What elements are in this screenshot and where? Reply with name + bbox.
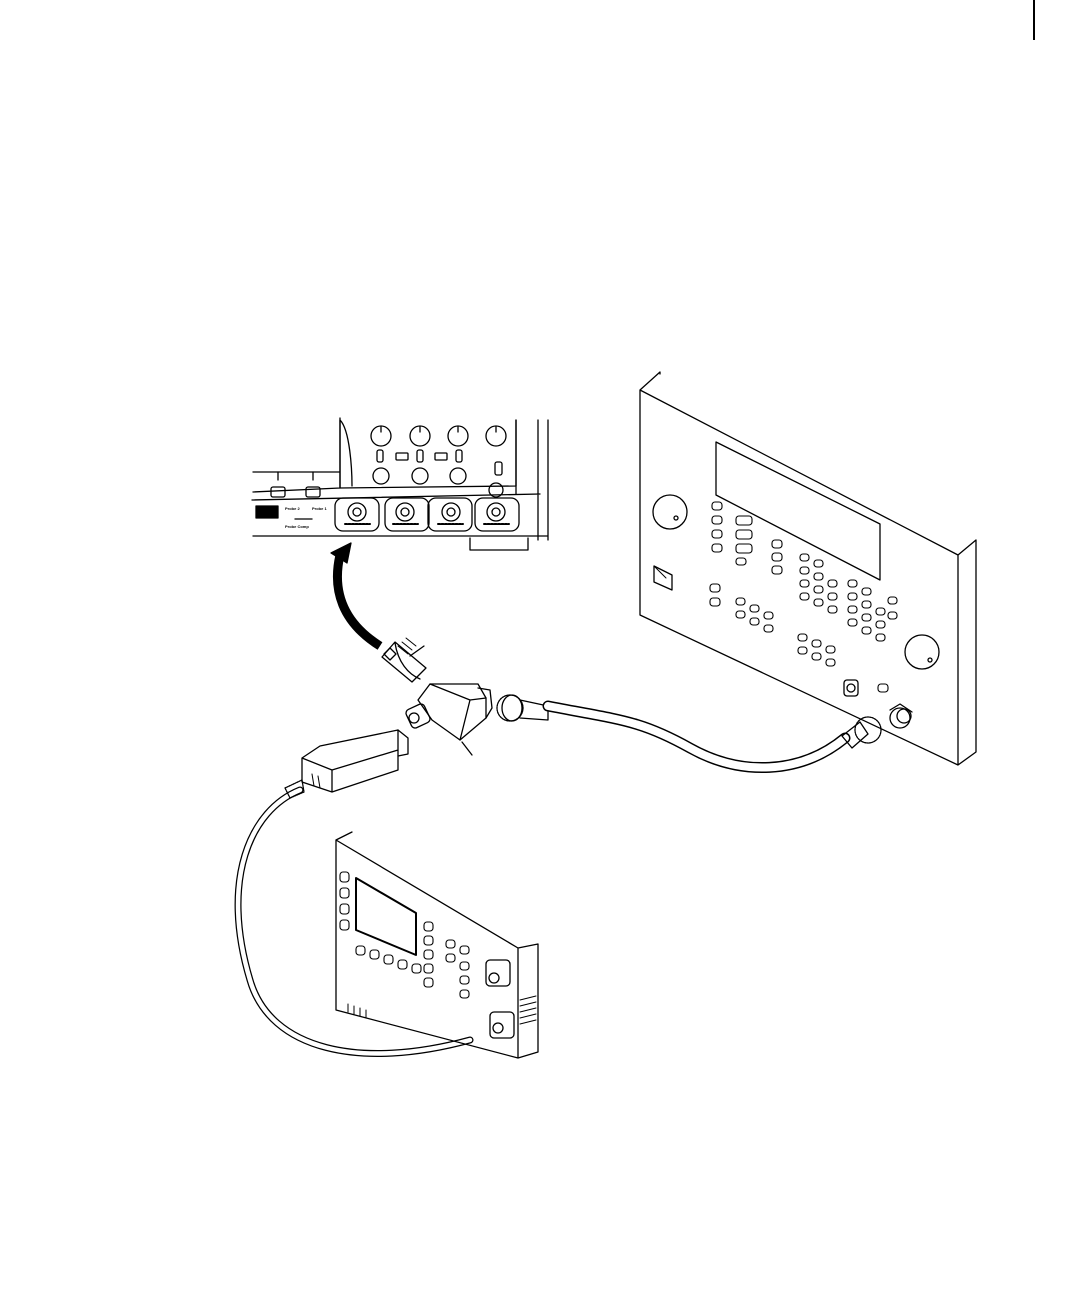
tee-adapter bbox=[405, 684, 492, 755]
power-sensor bbox=[238, 730, 470, 1054]
scope-buttons-middle bbox=[377, 450, 502, 475]
probe1-label: Probe 1 bbox=[312, 506, 327, 511]
oscilloscope: Probe 2 Probe 1 Probe Comp bbox=[252, 418, 548, 550]
power-switch bbox=[654, 566, 672, 590]
channel-inputs bbox=[335, 498, 519, 531]
generator-display bbox=[716, 442, 880, 580]
meter-keys bbox=[340, 872, 469, 998]
signal-generator bbox=[640, 372, 976, 765]
generator-keys bbox=[710, 502, 897, 692]
generator-knob-left bbox=[653, 495, 687, 529]
scope-foot bbox=[470, 538, 528, 550]
generator-body bbox=[640, 372, 976, 765]
meter-screen bbox=[356, 878, 416, 955]
sensor-body bbox=[302, 730, 398, 792]
scope-knobs-bottom bbox=[373, 468, 503, 497]
probe-comp-label: Probe Comp bbox=[285, 524, 309, 529]
softkey-1 bbox=[271, 487, 285, 497]
power-meter bbox=[336, 832, 538, 1058]
meter-connectors bbox=[486, 960, 514, 1038]
meter-vents bbox=[348, 996, 536, 1024]
oscilloscope-outline bbox=[252, 418, 548, 540]
signal-cable bbox=[497, 695, 881, 768]
usb-port bbox=[256, 506, 278, 518]
bnc-adapter bbox=[382, 638, 426, 682]
generator-knob-right bbox=[905, 635, 939, 669]
meter-body bbox=[336, 832, 538, 1058]
insert-arrow bbox=[331, 543, 380, 646]
scope-knobs-top bbox=[371, 426, 506, 446]
probe2-label: Probe 2 bbox=[285, 506, 300, 511]
